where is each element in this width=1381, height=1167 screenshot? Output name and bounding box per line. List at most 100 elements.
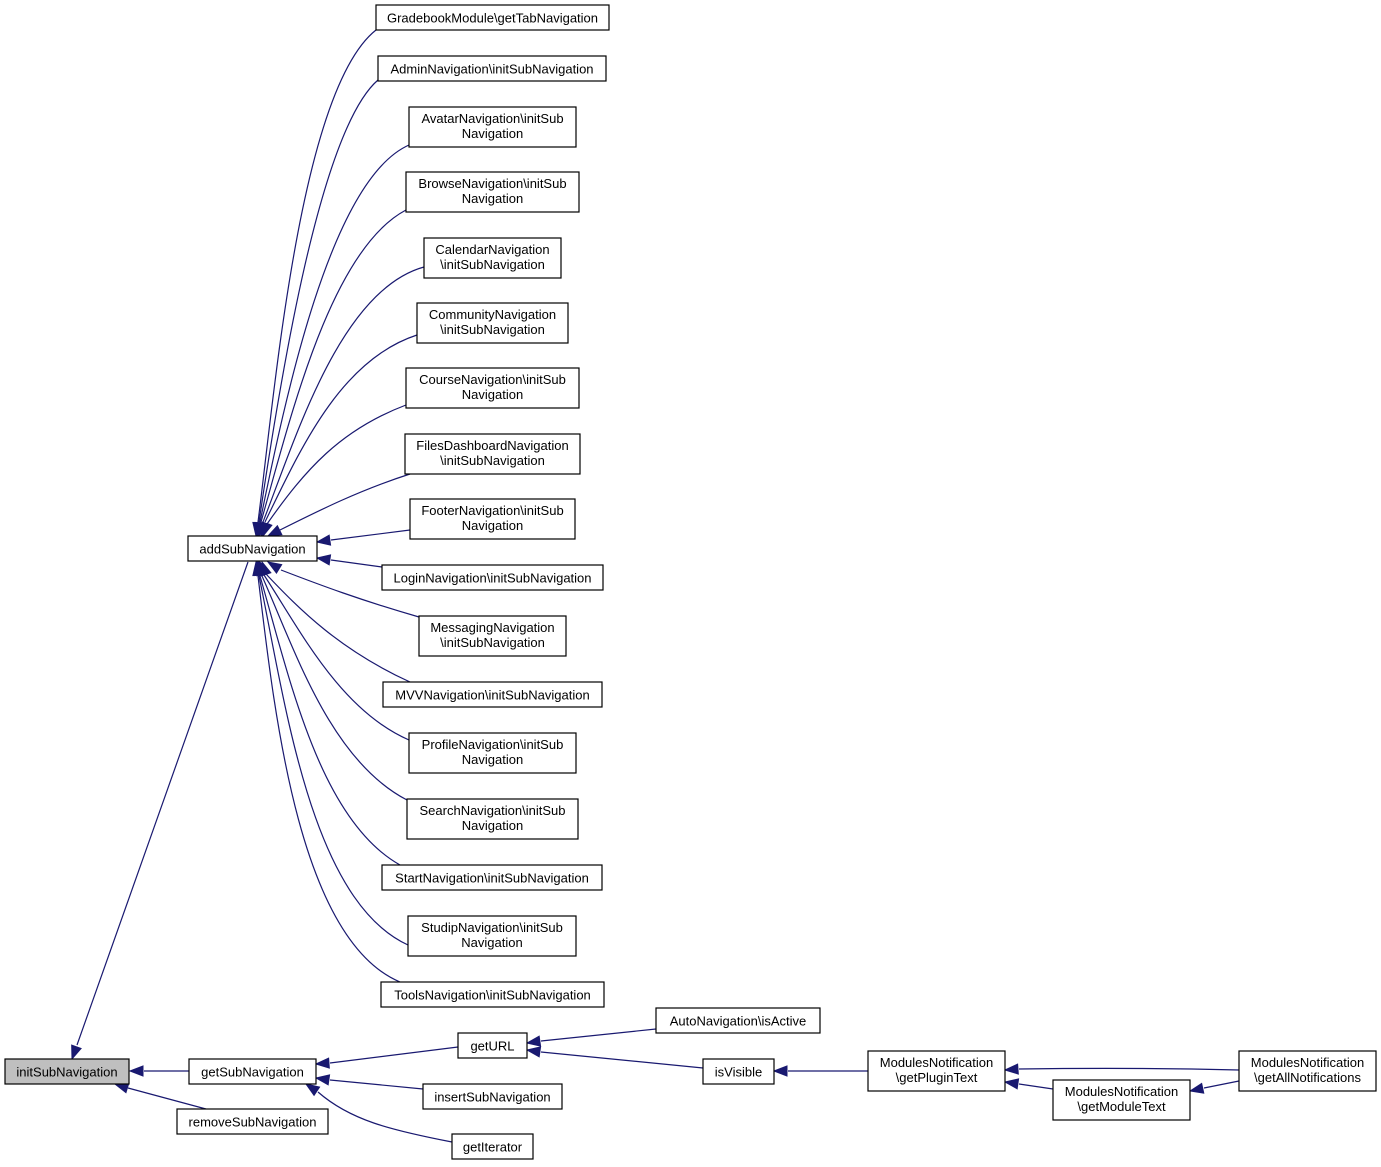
node-box <box>422 1083 563 1110</box>
node-label: Navigation <box>461 935 522 950</box>
node-box <box>408 106 577 148</box>
edge-line <box>1203 1080 1240 1089</box>
node-getModuleText[interactable]: ModulesNotification\getModuleText <box>1052 1079 1191 1121</box>
edge-line <box>258 79 379 523</box>
edge-autoIsActive-to-getURL <box>525 1028 657 1047</box>
node-box <box>451 1133 534 1160</box>
node-getAllNotifications[interactable]: ModulesNotification\getAllNotifications <box>1238 1050 1377 1092</box>
node-getPluginText[interactable]: ModulesNotification\getPluginText <box>867 1050 1006 1092</box>
node-isVisible[interactable]: isVisible <box>702 1058 775 1085</box>
edge-login-to-addSubNavigation <box>315 554 383 568</box>
edge-line <box>260 209 407 523</box>
node-gradebook[interactable]: GradebookModule\getTabNavigation <box>375 4 610 31</box>
arrow-head-icon <box>71 1044 82 1061</box>
node-label: addSubNavigation <box>199 542 305 557</box>
arrow-head-icon <box>1003 1063 1019 1075</box>
node-box <box>423 237 562 279</box>
node-tools[interactable]: ToolsNavigation\initSubNavigation <box>380 981 605 1008</box>
node-autoIsActive[interactable]: AutoNavigation\isActive <box>655 1007 821 1034</box>
node-box <box>457 1032 528 1059</box>
node-getSubNavigation[interactable]: getSubNavigation <box>188 1058 317 1085</box>
node-course[interactable]: CourseNavigation\initSubNavigation <box>405 367 580 409</box>
edge-line <box>540 1051 704 1069</box>
node-browse[interactable]: BrowseNavigation\initSubNavigation <box>405 171 580 213</box>
node-mvv[interactable]: MVVNavigation\initSubNavigation <box>382 681 603 708</box>
node-label: StudipNavigation\initSub <box>421 920 563 935</box>
node-label: GradebookModule\getTabNavigation <box>387 11 598 26</box>
node-box <box>409 498 576 540</box>
node-insertSubNavigation[interactable]: insertSubNavigation <box>422 1083 563 1110</box>
node-box <box>381 864 603 891</box>
edge-community-to-addSubNavigation <box>259 334 418 538</box>
node-removeSubNavigation[interactable]: removeSubNavigation <box>176 1108 329 1135</box>
node-box <box>4 1058 130 1085</box>
node-label: FilesDashboardNavigation <box>416 438 568 453</box>
node-box <box>867 1050 1006 1092</box>
node-profile[interactable]: ProfileNavigation\initSubNavigation <box>408 732 577 774</box>
arrow-head-icon <box>525 1046 542 1058</box>
edge-messaging-to-addSubNavigation <box>266 561 420 618</box>
node-box <box>404 433 581 475</box>
arrow-head-icon <box>261 521 273 538</box>
node-filesdash[interactable]: FilesDashboardNavigation\initSubNavigati… <box>404 433 581 475</box>
edge-line <box>279 473 411 531</box>
node-getIterator[interactable]: getIterator <box>451 1133 534 1160</box>
node-label: \initSubNavigation <box>440 635 545 650</box>
node-addSubNavigation[interactable]: addSubNavigation <box>187 535 318 562</box>
node-label: \initSubNavigation <box>440 453 545 468</box>
arrow-head-icon <box>266 524 283 537</box>
node-login[interactable]: LoginNavigation\initSubNavigation <box>381 564 604 591</box>
node-label: Navigation <box>462 518 523 533</box>
edge-line <box>330 559 383 568</box>
node-footer[interactable]: FooterNavigation\initSubNavigation <box>409 498 576 540</box>
node-box <box>405 367 580 409</box>
edges-layer <box>71 29 1240 1143</box>
node-box <box>405 171 580 213</box>
node-avatar[interactable]: AvatarNavigation\initSubNavigation <box>408 106 577 148</box>
node-box <box>418 615 567 657</box>
node-getURL[interactable]: getURL <box>457 1032 528 1059</box>
node-label: getURL <box>470 1039 514 1054</box>
node-box <box>1238 1050 1377 1092</box>
edge-footer-to-addSubNavigation <box>315 529 411 546</box>
arrow-head-icon <box>772 1065 788 1077</box>
node-initSubNavigation[interactable]: initSubNavigation <box>4 1058 130 1085</box>
arrow-head-icon <box>315 534 332 546</box>
edge-course-to-addSubNavigation <box>261 404 407 538</box>
node-box <box>1052 1079 1191 1121</box>
node-label: Navigation <box>462 387 523 402</box>
edge-line <box>330 529 411 541</box>
arrow-head-icon <box>525 1035 542 1047</box>
edge-removeSubNavigation-to-initSubNavigation <box>113 1082 207 1110</box>
node-start[interactable]: StartNavigation\initSubNavigation <box>381 864 603 891</box>
node-label: \getModuleText <box>1077 1099 1166 1114</box>
node-box <box>382 681 603 708</box>
edge-getIterator-to-getSubNavigation <box>304 1083 453 1143</box>
node-label: ProfileNavigation\initSub <box>422 737 564 752</box>
node-community[interactable]: CommunityNavigation\initSubNavigation <box>416 302 569 344</box>
node-calendar[interactable]: CalendarNavigation\initSubNavigation <box>423 237 562 279</box>
edge-tools-to-addSubNavigation <box>252 560 401 983</box>
edge-line <box>266 404 407 525</box>
node-box <box>187 535 318 562</box>
edge-line <box>258 575 409 946</box>
node-label: LoginNavigation\initSubNavigation <box>393 571 591 586</box>
node-admin[interactable]: AdminNavigation\initSubNavigation <box>377 55 607 82</box>
node-label: insertSubNavigation <box>434 1090 550 1105</box>
edge-browse-to-addSubNavigation <box>255 209 407 538</box>
edge-isVisible-to-getURL <box>525 1046 704 1069</box>
node-label: AvatarNavigation\initSub <box>421 111 563 126</box>
node-box <box>377 55 607 82</box>
arrow-head-icon <box>1188 1082 1205 1094</box>
node-box <box>381 564 604 591</box>
node-studip[interactable]: StudipNavigation\initSubNavigation <box>407 915 577 957</box>
node-label: ModulesNotification <box>880 1055 993 1070</box>
node-label: \initSubNavigation <box>440 257 545 272</box>
node-box <box>375 4 610 31</box>
edge-line <box>265 573 411 683</box>
node-search[interactable]: SearchNavigation\initSubNavigation <box>406 798 579 840</box>
edge-line <box>317 1091 453 1143</box>
edge-insertSubNavigation-to-getSubNavigation <box>314 1074 424 1090</box>
node-messaging[interactable]: MessagingNavigation\initSubNavigation <box>418 615 567 657</box>
node-label: initSubNavigation <box>16 1065 117 1080</box>
